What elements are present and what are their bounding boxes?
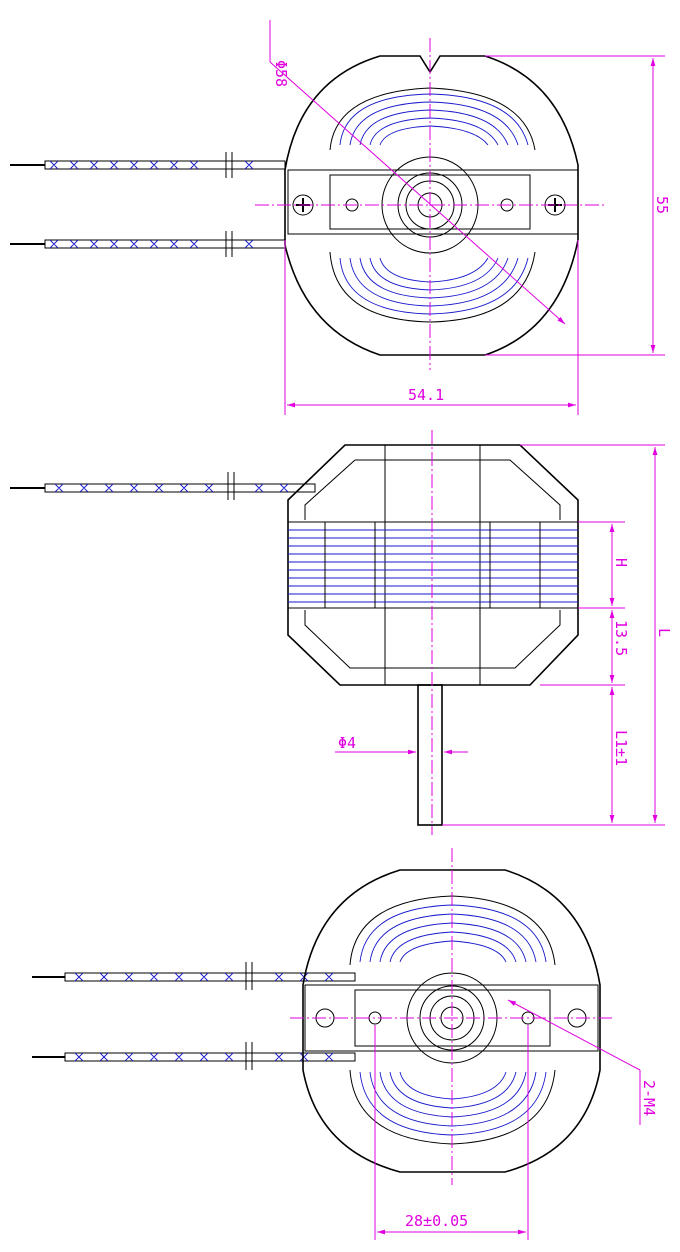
side-view: H 13.5 L1±1 L Φ4 <box>10 430 673 835</box>
side-lead-wire <box>10 472 316 500</box>
front-view: Φ58 55 54.1 <box>10 20 671 415</box>
rear-lead-wire-lower <box>32 1042 356 1070</box>
thread-spec-label: 2-M4 <box>640 1080 658 1116</box>
lead-wire-lower <box>10 231 286 257</box>
width-dimension-label: 54.1 <box>408 386 444 404</box>
lamination-stack <box>287 521 579 609</box>
stack-height-label: H <box>612 558 630 567</box>
diameter-label: Φ58 <box>272 60 290 87</box>
rear-view: 2-M4 28±0.05 <box>32 848 658 1240</box>
hole-spacing-label: 28±0.05 <box>405 1212 468 1230</box>
lead-wire-upper <box>10 152 286 178</box>
motor-shaft <box>417 684 443 826</box>
front-housing-outline <box>284 55 579 356</box>
rear-housing-outline <box>302 869 601 1173</box>
front-upper-coil <box>339 93 529 146</box>
gap-dimension-label: 13.5 <box>612 620 630 656</box>
shaft-diameter-label: Φ4 <box>338 734 356 752</box>
height-dimension-label: 55 <box>653 196 671 214</box>
rear-upper-coil <box>359 904 547 963</box>
rear-lower-coil <box>359 1071 547 1136</box>
overall-length-label: L <box>655 628 673 637</box>
shaft-extension-label: L1±1 <box>612 730 630 766</box>
